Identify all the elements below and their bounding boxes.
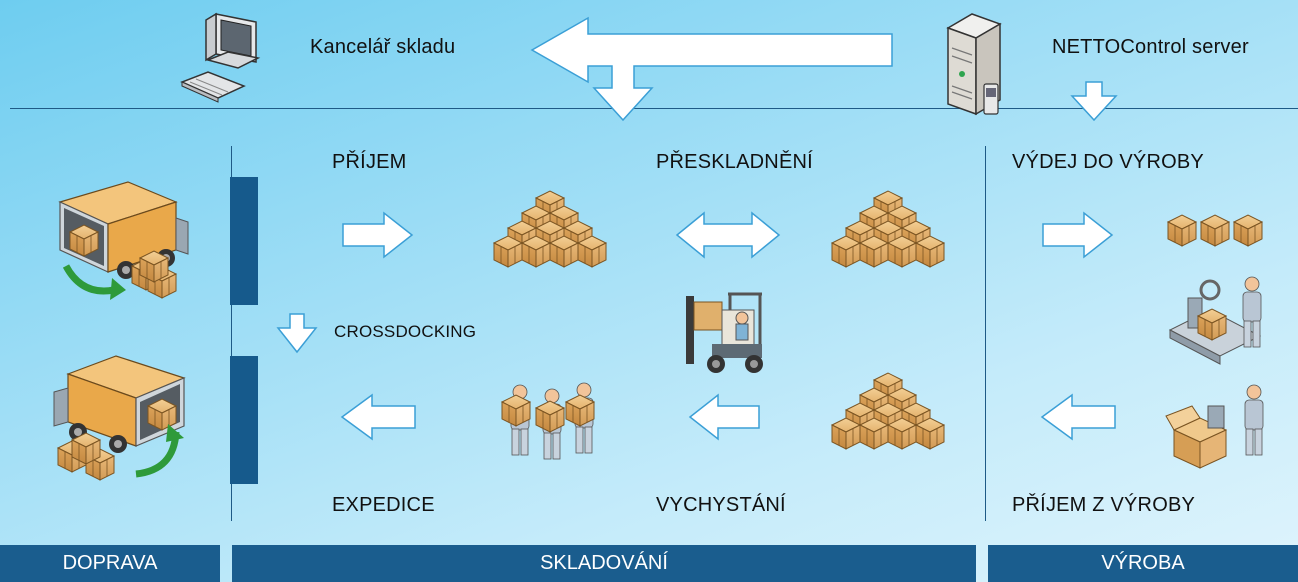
dock-bar-top (230, 177, 258, 305)
top-divider (10, 108, 1298, 109)
boxes-icon (832, 190, 952, 290)
computer-icon (180, 12, 261, 103)
assembly-icon (1168, 276, 1262, 365)
truck-icon (58, 181, 189, 300)
arrow-preskladneni (675, 211, 781, 259)
step-crossdocking: CROSSDOCKING (334, 322, 477, 341)
arrow-vychystani (688, 393, 760, 441)
step-preskladneni: PŘESKLADNĚNÍ (656, 151, 813, 173)
right-divider (985, 146, 986, 521)
server-down-arrow (1070, 81, 1118, 122)
section-vyroba: VÝROBA (988, 545, 1298, 582)
boxes-icon (494, 190, 614, 290)
office-label: Kancelář skladu (310, 36, 456, 58)
step-vydej: VÝDEJ DO VÝROBY (1012, 151, 1204, 173)
step-prijem: PŘÍJEM (332, 151, 407, 173)
small-boxes-icon (1167, 214, 1263, 247)
arrow-vydej (1042, 211, 1114, 259)
arrow-expedice (340, 393, 416, 441)
packing-icon (1165, 384, 1264, 469)
step-expedice: EXPEDICE (332, 494, 435, 516)
workers-icon (501, 382, 595, 460)
truck-icon (53, 355, 186, 481)
server-icon (946, 13, 1002, 116)
server-to-office-arrow (530, 16, 893, 122)
step-vychystani: VYCHYSTÁNÍ (656, 494, 786, 516)
section-doprava: DOPRAVA (0, 545, 220, 582)
step-prijem-vyroba: PŘÍJEM Z VÝROBY (1012, 494, 1196, 516)
dock-bar-bottom (230, 356, 258, 484)
arrow-prijem-vyroba (1040, 393, 1116, 441)
left-divider (231, 146, 232, 521)
forklift-icon (686, 292, 763, 373)
arrow-crossdocking (276, 313, 318, 354)
arrow-prijem (342, 211, 414, 259)
boxes-icon (832, 372, 952, 472)
server-label: NETTOControl server (1052, 36, 1249, 58)
section-skladovani: SKLADOVÁNÍ (232, 545, 976, 582)
